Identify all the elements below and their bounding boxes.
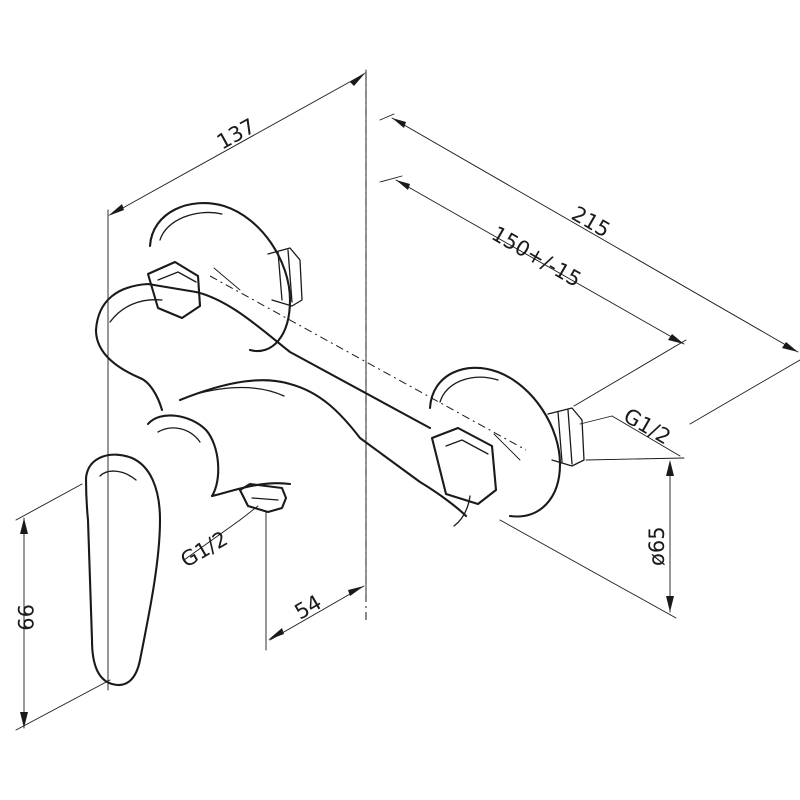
- dim-137-label: 137: [213, 114, 260, 154]
- g12-bottom-leader: [183, 505, 259, 561]
- dim-150: [379, 175, 687, 407]
- dim-54: [265, 511, 365, 651]
- faucet-body: [84, 202, 585, 686]
- dim-150-label: 150+/-15: [488, 222, 586, 292]
- g12-bottom-label: G1/2: [177, 527, 232, 573]
- dim-215-label: 215: [568, 202, 615, 243]
- dim-99-label: 99: [13, 604, 37, 631]
- dim-65-label: ø65: [645, 526, 669, 566]
- dim-65: [499, 457, 685, 619]
- dim-215: [379, 113, 800, 425]
- center-lines: [209, 72, 527, 620]
- dim-54-label: 54: [291, 590, 326, 624]
- dim-137: [107, 69, 367, 691]
- g12-right-label: G1/2: [620, 404, 675, 450]
- g12-right-leader: [579, 415, 681, 457]
- dim-99: [15, 483, 111, 731]
